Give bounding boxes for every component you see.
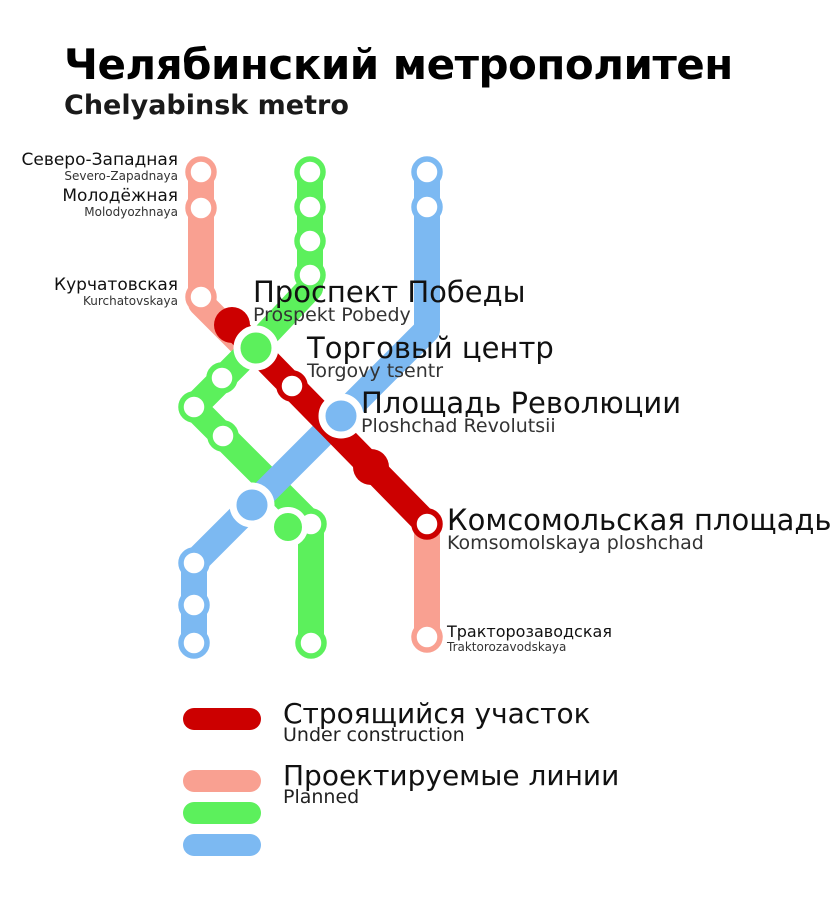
label-traktorozavodskaya-en: Traktorozavodskaya: [447, 640, 567, 654]
station-green-n4[interactable]: [294, 259, 326, 291]
label-molodyozhnaya: Молодёжная Molodyozhnaya: [0, 186, 178, 219]
label-molodyozhnaya-ru: Молодёжная: [62, 186, 178, 206]
label-komsomolskaya-ploshchad-en: Komsomolskaya ploshchad: [447, 532, 704, 554]
station-green-s1[interactable]: [207, 420, 239, 452]
page-title: Челябинский метрополитен Chelyabinsk met…: [64, 40, 733, 121]
station-interchange-blue-green[interactable]: [229, 482, 275, 528]
station-blue-s4[interactable]: [178, 627, 210, 659]
legend-swatch-under-construction: [183, 708, 261, 730]
legend-label-under-construction: Строящийся участок Under construction: [283, 700, 591, 745]
station-traktorozavodskaya[interactable]: [411, 621, 443, 653]
interchange-stations: [229, 325, 364, 547]
line-planned-blue: [178, 156, 443, 659]
legend-swatch-planned-green: [183, 802, 261, 824]
line-planned-pink-south: [411, 511, 443, 653]
station-green-w1[interactable]: [206, 362, 238, 394]
legend-row-under-construction: Строящийся участок Under construction: [183, 700, 823, 762]
label-kurchatovskaya: Курчатовская Kurchatovskaya: [0, 275, 178, 308]
label-torgovy-tsentr: Торговый центр Torgovy tsentr: [307, 334, 554, 381]
label-prospekt-pobedy: Проспект Победы Prospekt Pobedy: [253, 278, 526, 325]
label-komsomolskaya-ploshchad-ru: Комсомольская площадь: [447, 503, 832, 537]
station-komsomolskaya-ploshchad[interactable]: [411, 508, 443, 540]
label-kurchatovskaya-ru: Курчатовская: [54, 275, 178, 295]
label-torgovy-tsentr-en: Torgovy tsentr: [307, 360, 444, 382]
label-traktorozavodskaya: Тракторозаводская Traktorozavodskaya: [447, 622, 612, 654]
title-english: Chelyabinsk metro: [64, 90, 349, 121]
legend-planned-ru: Проектируемые линии: [283, 759, 620, 792]
label-kurchatovskaya-en: Kurchatovskaya: [82, 294, 178, 308]
legend: Строящийся участок Under construction Пр…: [183, 700, 823, 872]
line-planned-green: [178, 156, 327, 659]
station-molodyozhnaya[interactable]: [185, 192, 217, 224]
label-prospekt-pobedy-en: Prospekt Pobedy: [253, 304, 411, 326]
legend-under-construction-en: Under construction: [283, 724, 465, 746]
legend-under-construction-ru: Строящийся участок: [283, 697, 591, 730]
legend-label-planned: Проектируемые линии Planned: [283, 762, 619, 807]
label-prospekt-pobedy-ru: Проспект Победы: [253, 275, 526, 309]
legend-planned-en: Planned: [283, 786, 360, 808]
station-red-mid[interactable]: [276, 370, 308, 402]
legend-row-planned: Проектируемые линии Planned: [183, 762, 823, 872]
legend-swatch-planned-blue: [183, 834, 261, 856]
station-blue-s3[interactable]: [178, 589, 210, 621]
label-severo-zapadnaya: Северо-Западная Severo-Zapadnaya: [0, 150, 179, 183]
label-komsomolskaya-ploshchad: Комсомольская площадь Komsomolskaya plos…: [447, 506, 832, 553]
label-ploshchad-revolutsii: Площадь Революции Ploshchad Revolutsii: [361, 389, 681, 436]
station-green-apex[interactable]: [178, 391, 210, 423]
station-blue-n1[interactable]: [411, 156, 443, 188]
label-molodyozhnaya-en: Molodyozhnaya: [84, 205, 178, 219]
station-blue-n2[interactable]: [411, 191, 443, 223]
station-blue-s2[interactable]: [178, 547, 210, 579]
station-green-s4[interactable]: [295, 627, 327, 659]
station-kurchatovskaya[interactable]: [185, 281, 217, 313]
label-ploshchad-revolutsii-en: Ploshchad Revolutsii: [361, 415, 556, 437]
station-green-s2[interactable]: [268, 507, 308, 547]
title-russian: Челябинский метрополитен: [64, 40, 733, 89]
station-interchange-blue-red[interactable]: [318, 393, 364, 439]
label-severo-zapadnaya-ru: Северо-Западная: [21, 150, 179, 170]
station-green-n1[interactable]: [294, 156, 326, 188]
station-green-n2[interactable]: [294, 191, 326, 223]
label-severo-zapadnaya-en: Severo-Zapadnaya: [64, 169, 178, 183]
station-ploshchad-revolutsii[interactable]: [353, 449, 389, 485]
station-torgovy-tsentr[interactable]: [233, 325, 279, 371]
label-torgovy-tsentr-ru: Торговый центр: [307, 331, 554, 365]
label-ploshchad-revolutsii-ru: Площадь Революции: [361, 386, 682, 420]
legend-swatch-planned-pink: [183, 770, 261, 792]
station-green-n3[interactable]: [294, 225, 326, 257]
label-traktorozavodskaya-ru: Тракторозаводская: [447, 622, 612, 641]
station-severo-zapadnaya[interactable]: [185, 156, 217, 188]
